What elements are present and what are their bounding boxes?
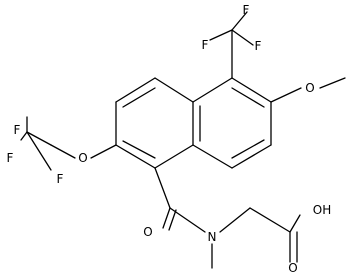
atom-f: F: [57, 172, 64, 186]
bond-c4-c3-double: [122, 87, 156, 108]
bond-ch2-cooh: [249, 207, 291, 233]
bond-carbonyl-o: [162, 207, 171, 229]
bond-c4a-c5: [192, 77, 233, 103]
bond-f-c-top-right: [231, 29, 254, 46]
bond-f-c-top-left: [209, 29, 233, 41]
bond-c5-c6: [231, 77, 272, 103]
atom-o-carbonyl: O: [143, 225, 152, 239]
bond-ch2-cf3: [26, 131, 52, 146]
bond-c6-o: [270, 87, 302, 103]
bond-c1-carbonyl: [154, 167, 171, 209]
atom-f: F: [255, 39, 262, 53]
atom-oh-acid: OH: [313, 203, 331, 217]
bond-carbonyl-o-double: [168, 209, 177, 231]
atom-n-amide: N: [208, 230, 217, 244]
bond-c4-c3: [115, 77, 156, 103]
bond-c5-c6-double: [231, 87, 265, 108]
bond-carbonyl-n: [169, 207, 206, 233]
bond-n-ch2: [219, 207, 251, 233]
atom-o-methoxy: O: [305, 81, 314, 95]
atom-f: F: [7, 151, 14, 165]
bond-c4a-c4: [154, 77, 194, 103]
bond-c2-c1: [115, 144, 156, 169]
bond-f-c-top: [231, 11, 248, 31]
bond-c1-c8a: [154, 144, 194, 169]
bond-cf3-f-bottom: [26, 131, 52, 171]
bond-o-ch3: [319, 77, 346, 89]
bond-c2-o: [90, 144, 117, 159]
bond-o-ch2: [50, 144, 76, 159]
atom-f: F: [14, 123, 21, 137]
atom-f: F: [243, 3, 250, 17]
bond-c7-c8-double: [231, 139, 265, 159]
bond-c-oh: [289, 214, 301, 233]
atom-labels: F F F O F F F O O N OH O: [7, 3, 332, 275]
atom-o-acid: O: [288, 261, 297, 275]
bond-cf3-f-left: [20, 131, 28, 141]
bond-c2-c1-double: [122, 140, 156, 159]
atom-o-ether: O: [78, 151, 87, 165]
bond-lines: [20, 11, 346, 269]
bond-c8-c8a: [192, 144, 233, 169]
bond-c7-c8: [231, 144, 272, 169]
atom-f: F: [202, 38, 209, 52]
